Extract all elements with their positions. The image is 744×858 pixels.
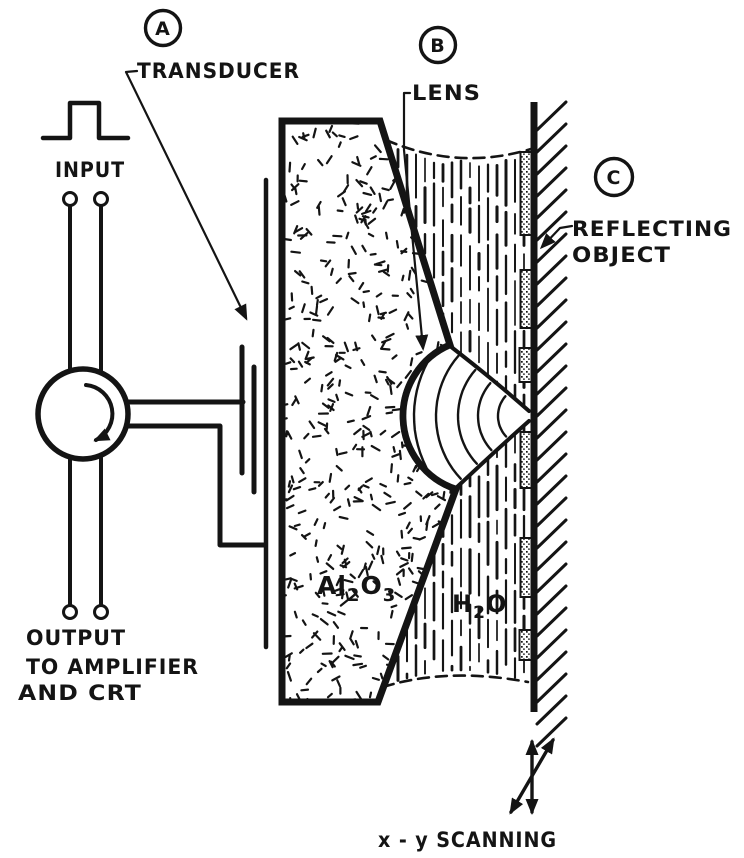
beam-cone bbox=[403, 345, 529, 489]
reflecting-object-label-line2: OBJECT bbox=[572, 243, 671, 267]
callout-letter-b: B bbox=[430, 35, 445, 57]
sapphire-material-label: Al2O3 bbox=[317, 571, 396, 606]
output-label-line3: AND CRT bbox=[18, 681, 142, 705]
circulator-rotation-arrow bbox=[84, 383, 115, 442]
scan-arrow-diagonal bbox=[509, 737, 555, 815]
output-label-line1: OUTPUT bbox=[26, 626, 126, 650]
output-terminal-right bbox=[93, 604, 109, 620]
lens-surface-arc bbox=[399, 341, 460, 493]
wall-hatching bbox=[535, 100, 568, 748]
callout-letter-c: C bbox=[607, 167, 622, 189]
reflecting-object-sample bbox=[518, 629, 533, 661]
beam-envelope-top bbox=[448, 344, 531, 413]
input-terminal-left bbox=[62, 191, 78, 207]
output-label-line2: TO AMPLIFIER bbox=[26, 655, 199, 679]
beam-envelope-bottom bbox=[454, 419, 531, 490]
reflecting-object-sample bbox=[519, 269, 533, 329]
reflecting-object-samples bbox=[518, 151, 533, 661]
input-terminal-right bbox=[93, 191, 109, 207]
input-pulse-waveform bbox=[40, 100, 131, 141]
reflecting-object-label-line1: REFLECTING bbox=[572, 217, 732, 241]
lens-label: LENS bbox=[412, 81, 481, 105]
transducer-leader-line bbox=[124, 69, 248, 321]
circulator bbox=[35, 366, 131, 462]
reflecting-object-sample bbox=[519, 537, 533, 598]
lens-leader-line bbox=[402, 91, 429, 351]
input-label: INPUT bbox=[55, 158, 125, 182]
reflecting-object-leader-line bbox=[539, 224, 574, 250]
water-material-label: H2O bbox=[452, 590, 507, 623]
water-top-boundary bbox=[384, 138, 533, 160]
circulator-wire-bottom bbox=[117, 423, 267, 548]
reflecting-object-sample bbox=[519, 431, 533, 489]
reflecting-object-sample bbox=[518, 347, 533, 383]
water-bottom-boundary bbox=[381, 674, 530, 689]
scanning-label: x - y SCANNING bbox=[378, 828, 557, 852]
output-terminal-left bbox=[62, 604, 78, 620]
callout-circle-c bbox=[593, 156, 635, 198]
callout-circle-b bbox=[418, 25, 458, 65]
callout-circle-a bbox=[143, 8, 183, 48]
transducer-label: TRANSDUCER bbox=[137, 59, 300, 83]
reflector-wall bbox=[530, 102, 538, 712]
callout-letter-a: A bbox=[155, 18, 171, 40]
reflecting-object-sample bbox=[519, 151, 533, 236]
